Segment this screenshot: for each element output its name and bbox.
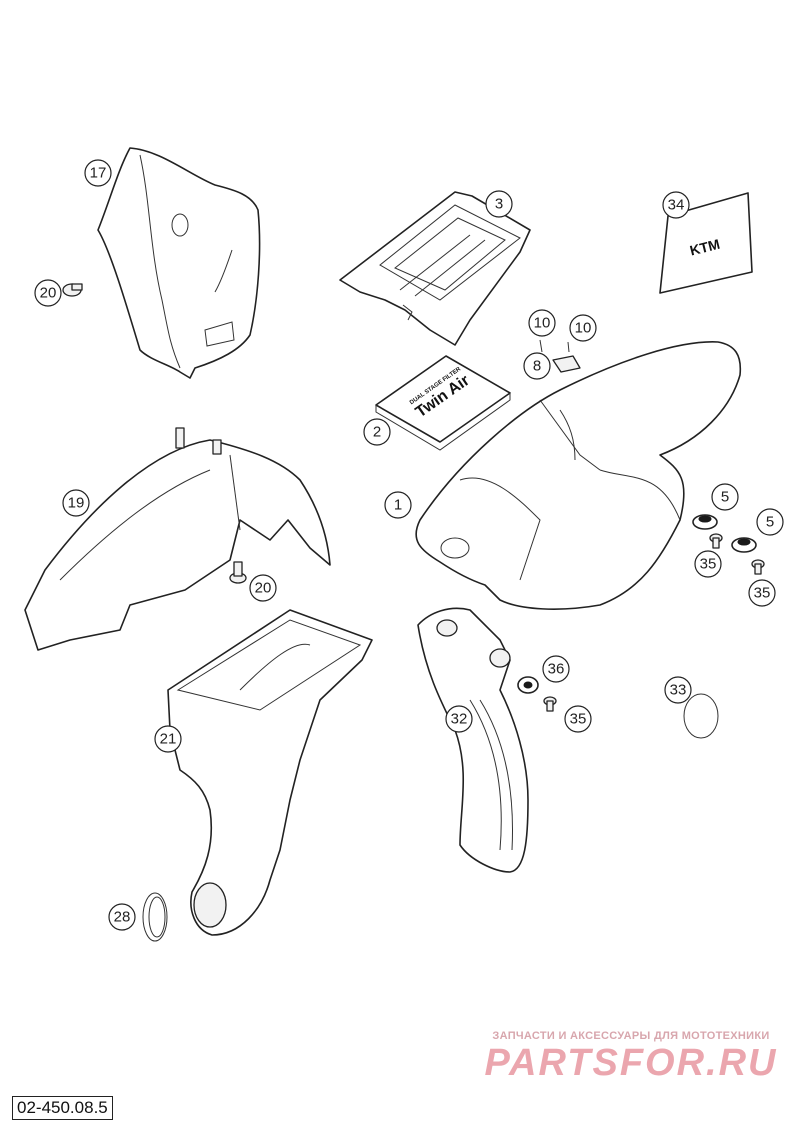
catalog-number: 02-450.08.5 [12,1096,113,1120]
screw-10-right [567,341,570,353]
screw-20-lower [229,561,247,584]
callout-8: 8 [523,352,551,380]
cover-logo: KTM [688,236,721,259]
watermark-brand: PARTSFOR.RU [484,1042,778,1084]
intake-duct [417,607,529,873]
callout-21: 21 [154,725,182,753]
watermark-tagline: ЗАПЧАСТИ И АКСЕССУАРЫ ДЛЯ МОТОТЕХНИКИ [492,1030,770,1042]
svg-text:20: 20 [255,580,272,597]
svg-text:1: 1 [394,497,402,514]
callout-34: 34 [662,191,690,219]
svg-text:10: 10 [534,315,551,332]
callout-20-lower: 20 [249,574,277,602]
svg-text:33: 33 [670,682,687,699]
callout-28: 28 [108,903,136,931]
svg-text:36: 36 [548,661,565,678]
bolt-35-right [751,559,765,575]
grommet-5-left [692,514,718,530]
svg-text:20: 20 [40,285,57,302]
callout-10-right: 10 [569,314,597,342]
callout-1: 1 [384,491,412,519]
svg-text:3: 3 [495,196,503,213]
svg-text:34: 34 [668,197,685,214]
svg-text:19: 19 [68,495,85,512]
plate-8 [552,355,581,373]
bolt-35-lower [543,696,557,712]
washer-36 [517,676,539,694]
svg-text:35: 35 [754,585,771,602]
callout-17: 17 [84,159,112,187]
twin-air-filter-pack: Twin Air DUAL STAGE FILTER [375,355,511,451]
svg-text:17: 17 [90,165,107,182]
grommet-5-right [731,537,757,553]
callout-5-left: 5 [711,483,739,511]
svg-text:5: 5 [766,514,774,531]
callout-2: 2 [363,418,391,446]
callout-3: 3 [485,190,513,218]
intake-boot [167,609,373,936]
callout-33: 33 [664,676,692,704]
hose-clamp-28 [142,892,168,942]
svg-text:28: 28 [114,909,131,926]
callout-19: 19 [62,489,90,517]
callout-35-left: 35 [694,550,722,578]
callout-35-lower: 35 [564,705,592,733]
callout-36: 36 [542,655,570,683]
svg-text:8: 8 [533,358,541,375]
svg-text:10: 10 [575,320,592,337]
callout-layer: 17 20 3 34 10 10 8 2 19 1 5 5 35 35 20 3… [34,159,784,931]
front-fender [24,427,331,651]
screw-20-upper [62,283,83,297]
callout-32: 32 [445,705,473,733]
svg-text:32: 32 [451,711,468,728]
front-number-plate [97,147,261,379]
callout-20-upper: 20 [34,279,62,307]
clamp-ring-33 [683,693,719,739]
svg-text:35: 35 [570,711,587,728]
svg-text:5: 5 [721,489,729,506]
airbox-cover [339,191,531,346]
watermark: ЗАПЧАСТИ И АКСЕССУАРЫ ДЛЯ МОТОТЕХНИКИ PA… [476,1030,786,1084]
rear-fender-airbox [415,341,742,610]
svg-text:21: 21 [160,731,177,748]
callout-5-right: 5 [756,508,784,536]
svg-text:2: 2 [373,424,381,441]
callout-10-left: 10 [528,309,556,337]
callout-35-right: 35 [748,579,776,607]
screw-10-left [539,339,543,353]
svg-text:35: 35 [700,556,717,573]
filter-cover: KTM [659,192,753,294]
bolt-35-left [709,533,723,549]
